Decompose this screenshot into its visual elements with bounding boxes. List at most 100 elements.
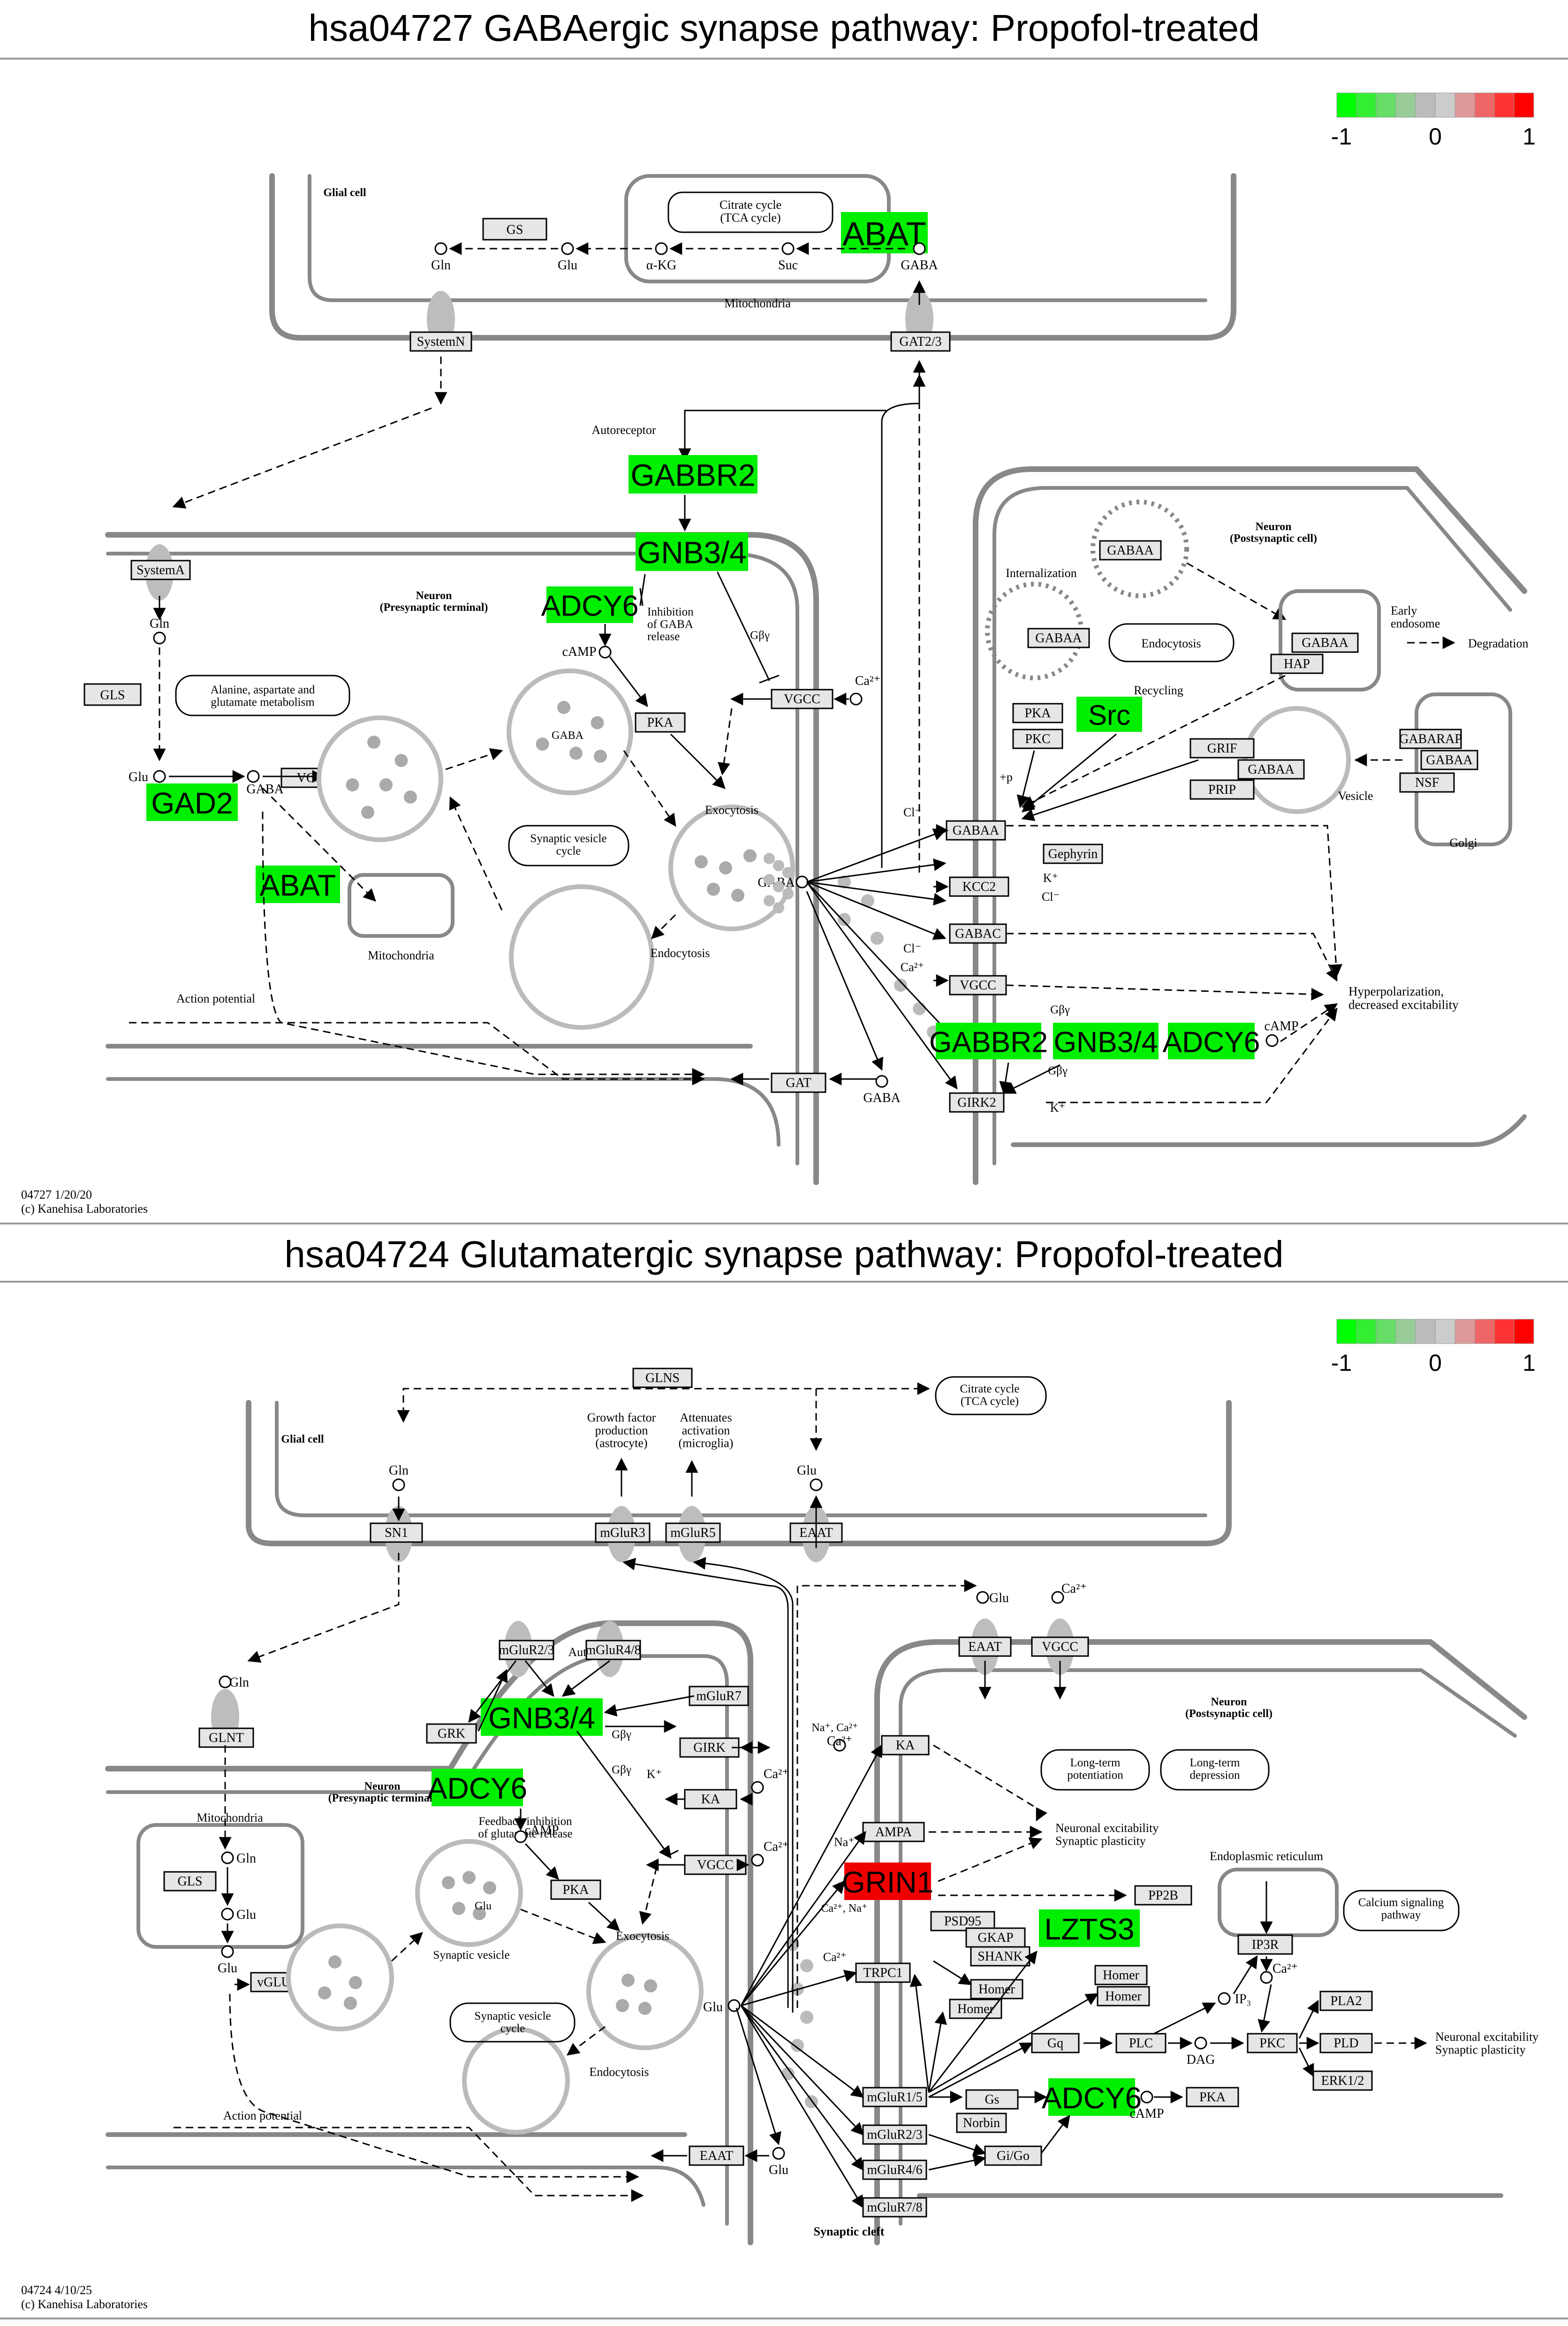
legend2-swatch [1415, 1319, 1436, 1344]
panel2-title: hsa04724 Glutamatergic synapse pathway: … [284, 1233, 1284, 1275]
gene-gat: GAT [786, 1076, 811, 1090]
gene-gabaa-v: GABAA [1248, 762, 1295, 777]
panel2-rule [0, 1281, 1568, 1283]
gaba-bottom-node [875, 1075, 888, 1088]
ltp-box [1040, 1749, 1150, 1791]
glu-glia-node [810, 1478, 823, 1491]
gabbr2-post-highlight: GABBR2 [929, 1026, 1048, 1058]
glu1-node [561, 242, 574, 255]
glial-label: Glial cell [323, 187, 366, 199]
arrow-gaba-fan-0 [806, 828, 947, 883]
gln2: Gln [150, 616, 169, 631]
nak-node: Ca²⁺ [827, 1734, 852, 1748]
postsyn2-outer [874, 1639, 1527, 2245]
gene-mglur78-box [862, 2197, 927, 2218]
gln2-node [153, 631, 166, 645]
gene-girk-box [679, 1737, 740, 1758]
legend1-tick: -1 [1331, 123, 1352, 150]
gene-systema-box [130, 560, 191, 580]
gene-eaat-post-box [958, 1636, 1012, 1657]
gene-grk: GRK [438, 1726, 465, 1741]
arrow-mglur-lzts3 [928, 1950, 1038, 2093]
legend2-tick: 0 [1429, 1350, 1442, 1376]
panel1-rule [0, 58, 1568, 60]
suc-node [781, 242, 795, 255]
legend2-tick: -1 [1331, 1350, 1352, 1376]
arrow-int-early [1186, 562, 1287, 620]
arrow-gnb-girk [999, 1062, 1012, 1095]
akg: α-KG [646, 258, 676, 273]
k-label: K⁺ [647, 1767, 662, 1781]
panel1-footer-id: 04727 1/20/20 [21, 1188, 92, 1201]
gene-mglur7-box [689, 1686, 749, 1706]
arrow-mglur-gq [928, 2042, 1033, 2098]
citrate-box [667, 191, 833, 233]
vesicle2-exo-dot [644, 1979, 657, 1992]
vesicle-2-dot [569, 746, 583, 760]
gene-plc: PLC [1129, 2036, 1153, 2051]
arrow-glns-loop [397, 1388, 811, 1423]
gln1: Gln [431, 258, 451, 273]
abat-mid-highlight: ABAT [260, 868, 336, 902]
vesicle-1-dot [379, 778, 393, 791]
postsyn-bottom [1011, 1114, 1527, 1147]
gene-gs2: Gs [985, 2092, 999, 2107]
gaba-top-node [913, 242, 926, 255]
gene-mglur7: mGluR7 [696, 1689, 741, 1703]
presyn-label: Neuron(Presynaptic terminal) [380, 590, 488, 614]
nak-label: Na⁺, Ca²⁺ [811, 1722, 858, 1734]
gene-ka-pre: KA [701, 1792, 720, 1807]
arrow-mglur46-gigo [928, 2154, 986, 2171]
gene-glns-box [632, 1368, 693, 1388]
gbg-bar [759, 675, 780, 684]
ca1: Ca²⁺ [764, 1767, 789, 1781]
vesicle-post-label: Vesicle [1338, 789, 1373, 803]
legend1-swatch [1435, 92, 1455, 118]
gene-pld-box [1319, 2033, 1373, 2053]
gene-gq-box [1031, 2033, 1080, 2053]
gene-gabaa-int2: GABAA [1035, 631, 1082, 646]
gene-mglur23: mGluR2/3 [499, 1643, 554, 1657]
gabbr2-pre-highlight: GABBR2 [630, 458, 755, 493]
gene-girk: GIRK [693, 1741, 725, 1755]
arrow-mglur23-gigo [928, 2134, 986, 2156]
na-label: Na⁺ [834, 1835, 855, 1849]
arrow-glu-fan-0 [740, 1744, 883, 2006]
cleft-gaba-dot [764, 895, 775, 906]
gbg2b-label: Gβγ [612, 1764, 631, 1776]
gene-gabac: GABAC [955, 927, 1001, 941]
hyperpol-label: Hyperpolarization,decreased excitability [1348, 984, 1459, 1011]
arrow-homer-trpc [933, 1960, 972, 1985]
citrate2-label: Citrate cycle(TCA cycle) [960, 1383, 1019, 1407]
gaba-bottom: GABA [863, 1091, 901, 1105]
gene-pka-post: PKA [1024, 706, 1051, 721]
cleft2-glu-dot [800, 1959, 813, 1972]
gene-homer4: Homer [1105, 1989, 1142, 2004]
gene-gq: Gq [1047, 2036, 1063, 2051]
grin1-highlight-box [844, 1862, 931, 1900]
panel2-footer-copy: (c) Kanehisa Laboratories [21, 2297, 148, 2311]
gnb34-highlight-box [481, 1698, 603, 1736]
cleft-gaba-dot [838, 875, 851, 889]
postsyn2-inner [899, 1668, 1517, 2226]
arrow-pka-exo2 [588, 1901, 620, 1931]
arrow-cleft-bottom2 [735, 2007, 781, 2145]
gabbr2-post-highlight-box [936, 1023, 1041, 1059]
ca1-node [751, 1781, 764, 1794]
ca2: Ca²⁺ [901, 960, 924, 974]
gene-pkc-post: PKC [1025, 732, 1050, 746]
arrow-mglur7-gnb [604, 1695, 695, 1717]
gene-pka-post2: PKA [1199, 2090, 1226, 2105]
gbg-label: Gβγ [750, 629, 770, 642]
gene-ampa: AMPA [875, 1825, 912, 1840]
gene-vgcc-post: VGCC [960, 978, 996, 993]
arrow-endo-v1 [449, 796, 503, 911]
gene-hap-box [1270, 654, 1324, 674]
dag-node [1194, 2037, 1207, 2050]
cl3: Cl⁻ [903, 942, 921, 955]
aas-box [175, 675, 350, 716]
cleft2-glu-dot [791, 2039, 804, 2052]
presyn2-label: Neuron(Presynaptic terminal) [328, 1780, 437, 1804]
